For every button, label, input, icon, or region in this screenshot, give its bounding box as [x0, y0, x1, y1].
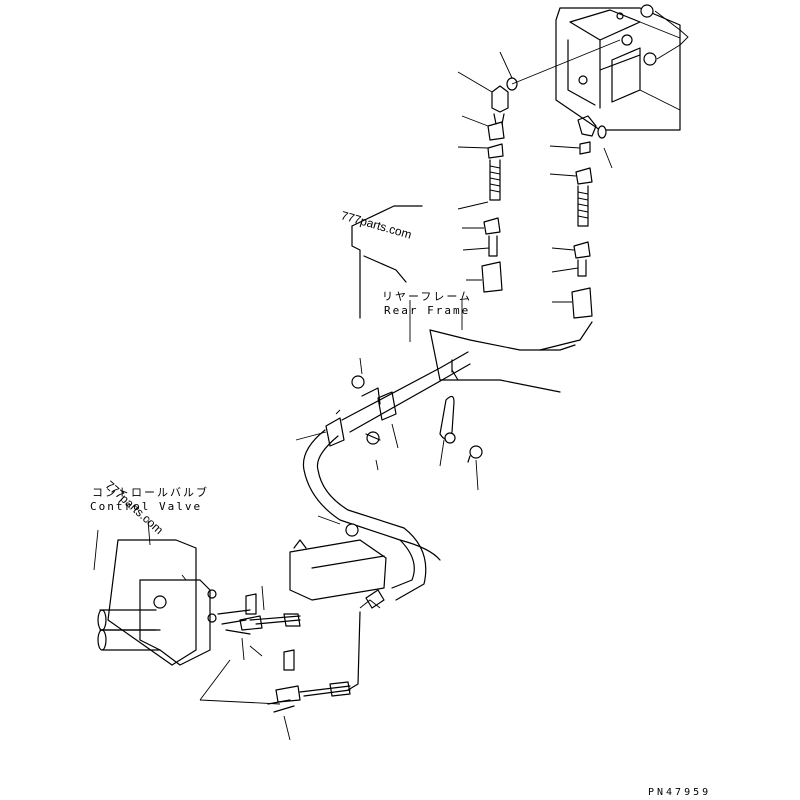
drawing-number: PN47959 [648, 787, 712, 798]
lower-fittings [199, 585, 385, 741]
rear-frame-label-jp: リヤーフレーム [382, 290, 473, 303]
rear-frame-outline [351, 205, 593, 393]
control-valve [93, 519, 217, 666]
frame-bracket [555, 4, 689, 131]
rear-frame-label-en: Rear Frame [384, 304, 471, 317]
left-fitting-stack [457, 39, 621, 293]
clamps [295, 357, 483, 491]
control-valve-label-en: Control Valve [90, 500, 203, 513]
right-fitting-stack [549, 115, 613, 319]
valve-block [289, 515, 387, 601]
hydraulic-hose [302, 351, 471, 601]
control-valve-label-jp: コントロールバルブ [92, 486, 209, 499]
